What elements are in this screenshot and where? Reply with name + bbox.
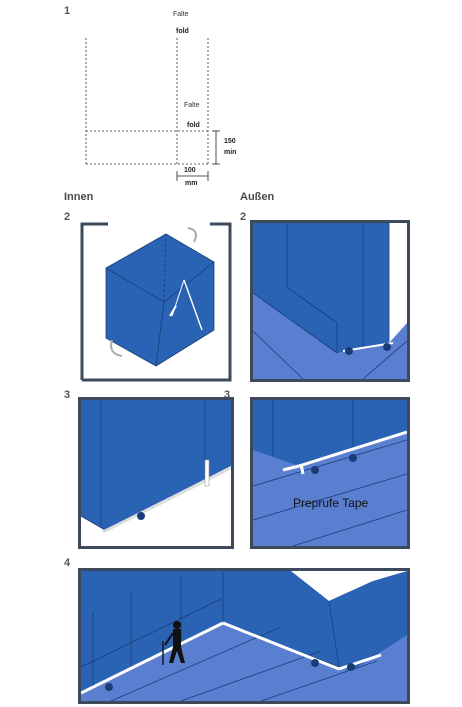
fold-label-top-sub: fold [176, 28, 189, 35]
heading-outside: Außen [240, 191, 275, 203]
panel-4-art [81, 571, 407, 701]
fold-diagram: Falte fold Falte fold 150 min 100 mm [80, 8, 260, 188]
dim-right-unit: min [224, 149, 237, 156]
preprufe-tape-label: Preprufe Tape [293, 496, 369, 510]
panel-3-outside-art [253, 400, 407, 546]
panel-2-outside-art [253, 223, 407, 379]
panel-2-inside-art [80, 222, 232, 382]
dim-right-value: 150 [224, 138, 236, 145]
panel-2-inside [78, 220, 234, 382]
panel-3-inside-art [81, 400, 231, 546]
fold-label-mid: Falte [184, 102, 200, 109]
step-number-2-inside: 2 [64, 211, 71, 223]
panel-4 [78, 568, 410, 704]
panel-2-outside [250, 220, 410, 382]
fold-diagram-lines [85, 38, 220, 181]
heading-inside: Innen [64, 191, 94, 203]
fold-label-mid-sub: fold [187, 122, 200, 129]
panel-3-inside [78, 397, 234, 549]
step-number-3-inside: 3 [64, 389, 71, 401]
step-number-4: 4 [64, 557, 71, 569]
step-number-1: 1 [64, 5, 71, 17]
panel-3-outside: Preprufe Tape [250, 397, 410, 549]
step-number-3-outside: 3 [224, 389, 231, 401]
dim-bottom-value: 100 [184, 167, 196, 174]
fold-label-top: Falte [173, 11, 189, 18]
step-number-2-outside: 2 [240, 211, 247, 223]
dim-bottom-unit: mm [185, 180, 198, 187]
